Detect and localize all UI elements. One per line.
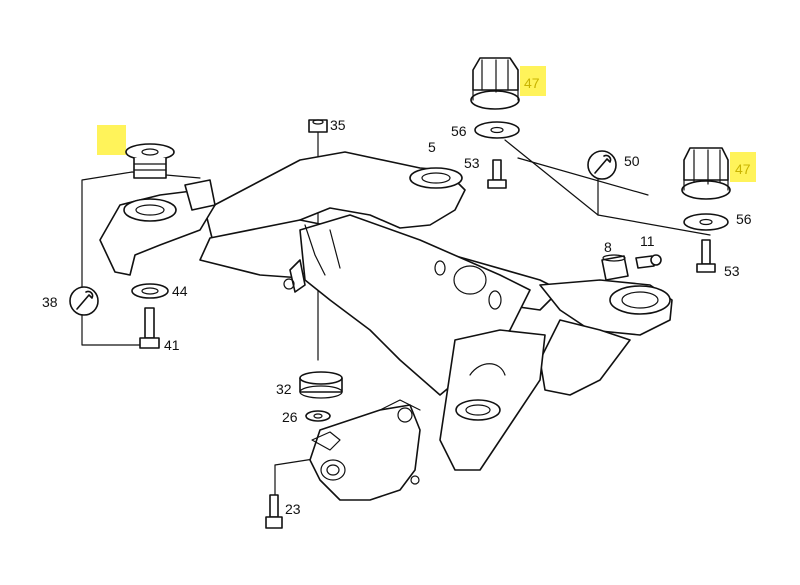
label-5: 5 [428,139,436,155]
washer-56-right [683,213,729,231]
label-56-top: 56 [451,123,467,139]
nut-35 [308,119,328,133]
label-35: 35 [330,117,346,133]
bushing-left [125,143,175,179]
bolt-41 [139,307,160,349]
bushing-47-top [470,57,520,110]
washer-44 [131,283,169,299]
label-8: 8 [604,239,612,255]
mount-32 [299,371,343,399]
washer-56-top [474,121,520,139]
label-41: 41 [164,337,180,353]
bushing-8 [601,254,629,281]
label-23: 23 [285,501,301,517]
wrench-icon-50 [587,150,617,180]
bolt-11 [635,254,662,269]
bolt-23 [265,494,283,529]
wrench-icon-38 [69,286,99,316]
bolt-53-right [696,239,716,273]
label-32: 32 [276,381,292,397]
washer-26 [305,410,331,422]
bushing-47-right [681,147,731,200]
subframe [99,151,673,471]
bolt-53-center [487,159,507,189]
label-26: 26 [282,409,298,425]
label-56-right: 56 [736,211,752,227]
label-47-top: 47 [524,75,540,91]
label-53-center: 53 [464,155,480,171]
label-47-right: 47 [735,161,751,177]
label-44: 44 [172,283,188,299]
highlight-marker-right [730,152,756,182]
differential-housing [309,399,421,501]
label-38: 38 [42,294,58,310]
label-50: 50 [624,153,640,169]
highlight-marker-top [520,66,546,96]
label-11: 11 [640,233,655,249]
label-53-right: 53 [724,263,740,279]
highlight-marker-left [97,125,126,155]
